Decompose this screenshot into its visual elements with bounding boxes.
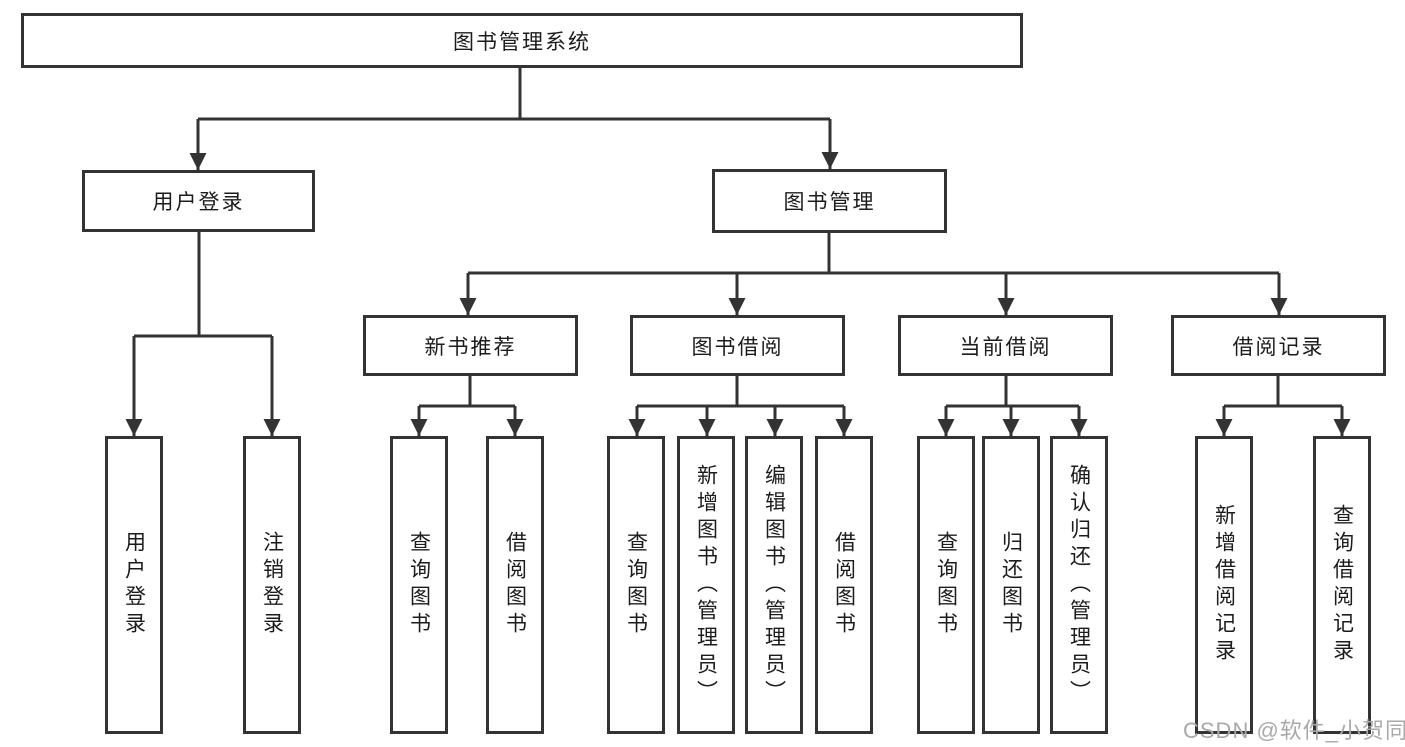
leaf-confirm-return-admin: 确认归还（管理员）: [1050, 436, 1108, 734]
leaf-confirm-return-admin-label: 确认归还（管理员）: [1067, 463, 1091, 707]
leaf-borrow-books-1: 借阅图书: [486, 436, 544, 734]
leaf-query-books-3: 查询图书: [917, 436, 975, 734]
leaf-query-borrow-record: 查询借阅记录: [1313, 436, 1371, 734]
leaf-logout-label: 注销登录: [260, 531, 284, 639]
leaf-add-borrow-record: 新增借阅记录: [1195, 436, 1253, 734]
leaf-return-books-label: 归还图书: [999, 531, 1023, 639]
leaf-add-borrow-record-label: 新增借阅记录: [1212, 504, 1236, 666]
leaf-user-login-label: 用户登录: [122, 531, 146, 639]
leaf-edit-books-admin: 编辑图书（管理员）: [745, 436, 803, 734]
leaf-query-books-3-label: 查询图书: [934, 531, 958, 639]
leaf-user-login: 用户登录: [105, 436, 163, 734]
node-borrowing-records: 借阅记录: [1171, 315, 1386, 376]
leaf-add-books-admin-label: 新增图书（管理员）: [694, 463, 718, 707]
node-current-borrowing: 当前借阅: [898, 315, 1113, 376]
leaf-query-books-2: 查询图书: [607, 436, 665, 734]
leaf-borrow-books-1-label: 借阅图书: [503, 531, 527, 639]
leaf-borrow-books-2: 借阅图书: [815, 436, 873, 734]
leaf-query-books-1: 查询图书: [390, 436, 448, 734]
leaf-edit-books-admin-label: 编辑图书（管理员）: [762, 463, 786, 707]
leaf-return-books: 归还图书: [982, 436, 1040, 734]
leaf-query-books-2-label: 查询图书: [624, 531, 648, 639]
node-root: 图书管理系统: [21, 13, 1023, 68]
csdn-watermark: CSDN @软件_小贺同学: [1183, 718, 1405, 743]
node-new-book-recommend: 新书推荐: [363, 315, 578, 376]
node-book-management: 图书管理: [712, 169, 947, 233]
node-user-login: 用户登录: [82, 170, 315, 232]
leaf-borrow-books-2-label: 借阅图书: [832, 531, 856, 639]
leaf-add-books-admin: 新增图书（管理员）: [677, 436, 735, 734]
leaf-query-borrow-record-label: 查询借阅记录: [1330, 504, 1354, 666]
node-book-borrowing: 图书借阅: [630, 315, 845, 376]
leaf-query-books-1-label: 查询图书: [407, 531, 431, 639]
leaf-logout: 注销登录: [243, 436, 301, 734]
